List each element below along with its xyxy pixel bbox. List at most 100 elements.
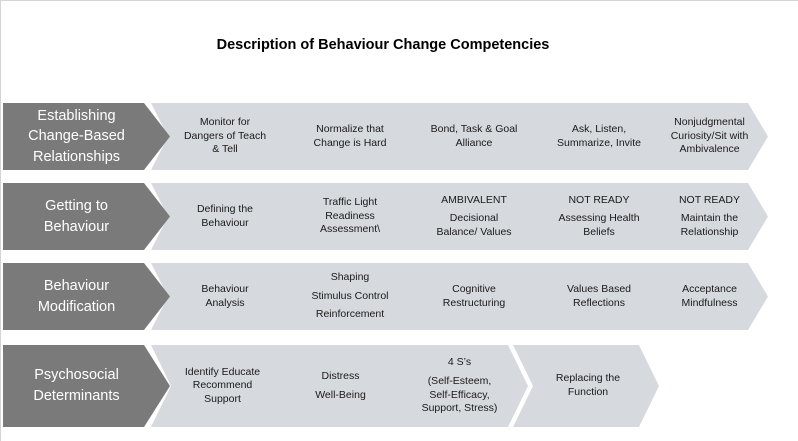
chevron-behaviour-analysis-shape [151,263,298,330]
chevron-monitor-for-dangers-of-teach-tell-polygon [151,103,298,170]
chevron-not-ready-maintain-the-relationship-shape [650,183,768,250]
text-line: Assessing Health [558,212,640,225]
frame-left-border [0,0,1,441]
row-header-getting-to-behaviour-shape [3,183,170,250]
chevron-ask-listen-summarize-invite-shape [525,103,672,170]
text-line: Change-Based [28,128,125,145]
text-line: Determinants [33,388,120,404]
text-line: (Self-Esteem, [427,374,492,387]
text-line: Ambivalence [679,143,740,156]
text-line: Nonjudgmental [674,116,745,129]
chevron-cognitive-restructuring-shape [400,263,547,330]
text-line: Maintain the [680,212,739,225]
chevron-ask-listen-summarize-invite-label: Ask, Listen,Summarize, Invite [546,103,652,170]
chevron-acceptance-mindfulness-shape [650,263,768,330]
frame-top-border [0,0,798,1]
row-header-establishing-change-based-relationships-polygon [3,103,170,170]
text-line: NOT READY [678,193,741,206]
chevron-replacing-the-function-shape [513,345,659,427]
chevron-shaping-stimulus-control-reinforcement-shape [276,263,423,330]
text-line: Defining the [196,202,254,215]
row-header-behaviour-modification-shape [3,263,170,330]
text-line: Relationships [32,148,121,165]
text-line: Readiness [325,209,375,222]
text-line: Distress [321,369,360,382]
chevron-ask-listen-summarize-invite: Ask, Listen,Summarize, Invite [525,103,672,170]
chevron-bond-task-goal-alliance-shape [400,103,547,170]
chevron-distress-well-being-polygon [268,345,409,427]
row-header-behaviour-modification-polygon [3,263,170,330]
chevron-not-ready-assessing-health-beliefs-shape [525,183,672,250]
chevron-ask-listen-summarize-invite-polygon [525,103,672,170]
text-line: Stimulus Control [311,289,389,302]
chevron-ambivalent-decisional-balance-values-shape [400,183,547,250]
text-line: Dangers of Teach [183,129,267,142]
text-line: Identify Educate [184,365,261,378]
chevron-traffic-light-readiness-assessment-polygon [276,183,423,250]
text-line: Self-Efficacy, [429,388,490,401]
chevron-4-s-s-self-esteem-self-efficacy-support--label: 4 S’s(Self-Esteem,Self-Efficacy,Support,… [411,345,508,427]
chevron-4-s-s-self-esteem-self-efficacy-support--shape [387,345,528,427]
chevron-nonjudgmental-curiosity-sit-with-ambival-polygon [650,103,768,170]
text-line: Traffic Light [322,196,378,209]
chevron-traffic-light-readiness-assessment-shape [276,183,423,250]
row-header-psychosocial-determinants-shape [3,345,170,427]
text-line: Behaviour [201,282,249,295]
chevron-nonjudgmental-curiosity-sit-with-ambival-shape [650,103,768,170]
text-line: Normalize that [316,122,384,135]
text-line: Shaping [330,271,370,284]
chevron-identify-educate-recommend-support-shape [151,345,290,427]
text-line: Summarize, Invite [556,136,642,149]
text-line: Restructuring [442,296,506,309]
text-line: Ask, Listen, [571,122,627,135]
text-line: Modification [37,298,116,315]
text-line: Decisional [449,212,499,225]
text-line: AMBIVALENT [441,193,507,206]
text-line: Cognitive [452,282,496,295]
text-line: Recommend [192,379,253,392]
text-line: Analysis [205,296,245,309]
text-line: Assessment\ [319,223,381,236]
text-line: & Tell [212,143,238,156]
chevron-values-based-reflections-shape [525,263,672,330]
row-header-psychosocial-determinants-polygon [3,345,170,427]
chevron-4-s-s-self-esteem-self-efficacy-support--polygon [387,345,528,427]
chevron-bond-task-goal-alliance-polygon [400,103,547,170]
row-header-getting-to-behaviour-polygon [3,183,170,250]
text-line: 4 S’s [447,356,472,369]
chevron-not-ready-maintain-the-relationship-polygon [650,183,768,250]
text-line: Values Based [566,282,631,295]
text-line: Acceptance [682,282,737,295]
